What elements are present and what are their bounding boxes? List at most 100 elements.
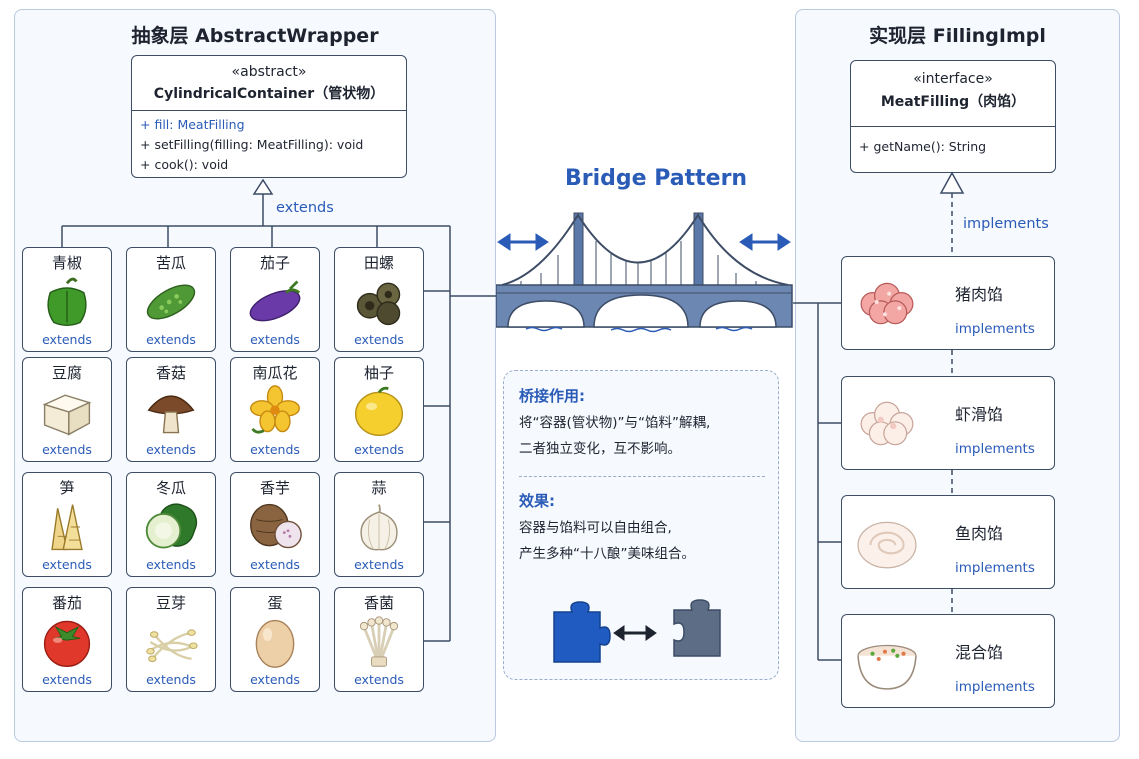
filling-name: 虾滑馅	[955, 405, 1004, 424]
cell-name: 豆芽	[155, 594, 186, 612]
member-cook: + cook(): void	[140, 157, 229, 172]
info-line-1: 将“容器(管状物)”与“馅料”解耦,	[519, 415, 711, 431]
egg-icon	[255, 619, 295, 668]
info-line-2: 二者独立变化，互不影响。	[519, 441, 681, 457]
cell-name: 豆腐	[51, 364, 82, 382]
cell-name: 南瓜花	[252, 364, 298, 382]
info-line-3: 容器与馅料可以自由组合,	[519, 520, 672, 536]
pumpkin-flower-icon	[250, 385, 300, 434]
shiitake-icon	[147, 395, 195, 434]
cell-extends-label: extends	[42, 672, 92, 687]
pomelo-icon	[354, 386, 404, 437]
tomato-icon	[43, 620, 91, 667]
cell-extends-label: extends	[146, 332, 196, 347]
abstract-class-name: CylindricalContainer（管状物）	[153, 86, 385, 102]
info-heading-role: 桥接作用:	[519, 387, 585, 405]
left-double-arrow-icon	[497, 233, 549, 251]
tofu-icon	[42, 394, 92, 436]
member-fill: + fill: MeatFilling	[140, 117, 245, 132]
implementation-title: 实现层 FillingImpl	[869, 25, 1046, 47]
cell-extends-label: extends	[42, 442, 92, 457]
cell-extends-label: extends	[146, 557, 196, 572]
filling-name: 混合馅	[955, 643, 1004, 662]
cell-extends-label: extends	[354, 557, 404, 572]
filling-card[interactable]: 猪肉馅 implements	[841, 256, 1055, 350]
info-heading-effect: 效果:	[519, 492, 555, 510]
bamboo-shoot-icon	[51, 504, 83, 551]
eggplant-icon	[249, 280, 301, 322]
cell-name: 茄子	[259, 254, 290, 272]
cell-extends-label: extends	[42, 332, 92, 347]
cell-name: 苦瓜	[155, 254, 186, 272]
cell-name: 蒜	[371, 479, 387, 497]
cell-name: 柚子	[363, 364, 394, 382]
member-get-name: + getName(): String	[859, 139, 987, 154]
interface-stereotype: «interface»	[913, 71, 993, 87]
interface-name: MeatFilling（肉馅）	[880, 94, 1026, 110]
container-cell[interactable]: 笋 extends	[22, 472, 112, 577]
implements-label: implements	[963, 216, 1049, 232]
container-cell[interactable]: 冬瓜 extends	[126, 472, 216, 577]
garlic-icon	[360, 504, 398, 551]
cell-name: 蛋	[267, 594, 283, 612]
container-cell[interactable]: 香芋 extends	[230, 472, 320, 577]
pork-filling-icon	[860, 282, 914, 325]
container-cell[interactable]: 茄子 extends	[230, 247, 320, 352]
member-set-filling: + setFilling(filling: MeatFilling): void	[140, 137, 364, 152]
interface-box[interactable]: «interface» MeatFilling（肉馅） + getName():…	[850, 60, 1056, 173]
info-divider	[519, 476, 765, 477]
extends-label: extends	[276, 200, 334, 216]
cell-extends-label: extends	[146, 672, 196, 687]
cell-name: 香芋	[259, 479, 290, 497]
filling-implements-label: implements	[955, 321, 1035, 337]
cell-extends-label: extends	[146, 442, 196, 457]
container-cell[interactable]: 香菇 extends	[126, 357, 216, 462]
fish-paste-icon	[857, 521, 917, 569]
right-double-arrow-icon	[739, 233, 791, 251]
cell-name: 香菌	[363, 594, 394, 612]
bridge-title: Bridge Pattern	[565, 166, 748, 191]
river-snail-icon	[356, 282, 401, 326]
cell-name: 香菇	[155, 364, 186, 382]
cell-extends-label: extends	[42, 557, 92, 572]
container-cell[interactable]: 豆腐 extends	[22, 357, 112, 462]
cell-extends-label: extends	[354, 442, 404, 457]
filling-name: 猪肉馅	[955, 285, 1004, 304]
cell-name: 番茄	[51, 594, 82, 612]
cell-extends-label: extends	[250, 557, 300, 572]
filling-implements-label: implements	[955, 679, 1035, 695]
container-cell[interactable]: 香菌 extends	[334, 587, 424, 692]
cell-extends-label: extends	[354, 332, 404, 347]
bean-sprout-icon	[146, 629, 198, 663]
filling-card[interactable]: 虾滑馅 implements	[841, 376, 1055, 470]
enoki-icon	[359, 616, 399, 667]
cell-name: 笋	[59, 479, 75, 497]
cell-extends-label: extends	[354, 672, 404, 687]
container-cell[interactable]: 南瓜花 extends	[230, 357, 320, 462]
cell-name: 冬瓜	[155, 479, 186, 497]
cell-extends-label: extends	[250, 442, 300, 457]
container-cell[interactable]: 蒜 extends	[334, 472, 424, 577]
bridge-illustration	[496, 212, 793, 333]
container-cell[interactable]: 柚子 extends	[334, 357, 424, 462]
container-cell[interactable]: 苦瓜 extends	[126, 247, 216, 352]
container-cell[interactable]: 豆芽 extends	[126, 587, 216, 692]
puzzle-pieces-icon	[553, 599, 721, 663]
container-cell[interactable]: 青椒 extends	[22, 247, 112, 352]
abstract-stereotype: «abstract»	[231, 64, 307, 80]
filling-card[interactable]: 混合馅 implements	[841, 614, 1055, 708]
cell-name: 青椒	[51, 254, 82, 272]
info-line-4: 产生多种“十八酿”美味组合。	[519, 546, 695, 562]
container-cell[interactable]: 番茄 extends	[22, 587, 112, 692]
abstract-class-box[interactable]: «abstract» CylindricalContainer（管状物） + f…	[131, 55, 407, 178]
mixed-filling-bowl-icon	[857, 644, 917, 690]
bitter-melon-icon	[146, 284, 196, 320]
filling-name: 鱼肉馅	[955, 524, 1004, 543]
cell-extends-label: extends	[250, 332, 300, 347]
filling-implements-label: implements	[955, 441, 1035, 457]
bridge-info-box: 桥接作用: 将“容器(管状物)”与“馅料”解耦, 二者独立变化，互不影响。 效果…	[503, 370, 779, 680]
